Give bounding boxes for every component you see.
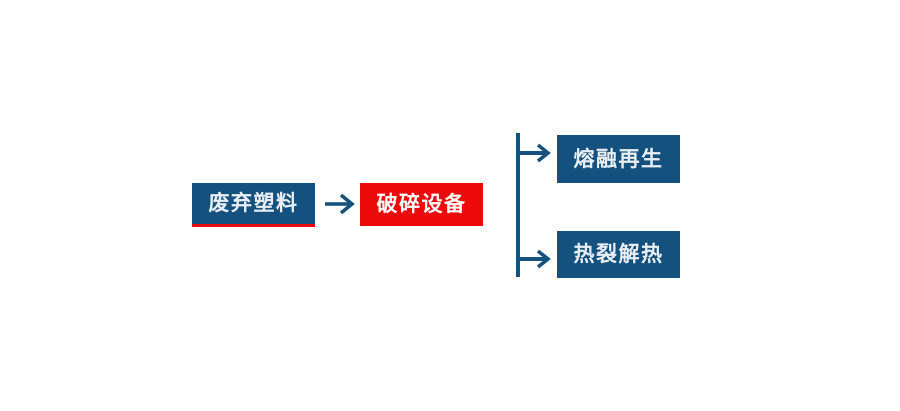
bracket-split-arrows-icon: [516, 133, 551, 277]
node-waste-plastic[interactable]: 废弃塑料: [192, 183, 315, 224]
node-melt-regeneration[interactable]: 熔融再生: [557, 135, 680, 183]
node-waste-plastic-label: 废弃塑料: [208, 191, 299, 215]
waste-plastic-accent-underline: [192, 224, 315, 227]
node-thermal-pyrolysis[interactable]: 热裂解热: [557, 231, 680, 278]
node-crusher-label: 破碎设备: [376, 192, 467, 216]
node-melt-regeneration-label: 熔融再生: [573, 146, 664, 171]
arrow-waste-plastic-to-crusher: [322, 188, 358, 220]
node-thermal-pyrolysis-label: 热裂解热: [573, 242, 664, 266]
branch-connector-crusher-to-outputs: [509, 128, 559, 282]
right-arrow-icon: [325, 193, 355, 215]
node-crusher[interactable]: 破碎设备: [360, 183, 483, 226]
